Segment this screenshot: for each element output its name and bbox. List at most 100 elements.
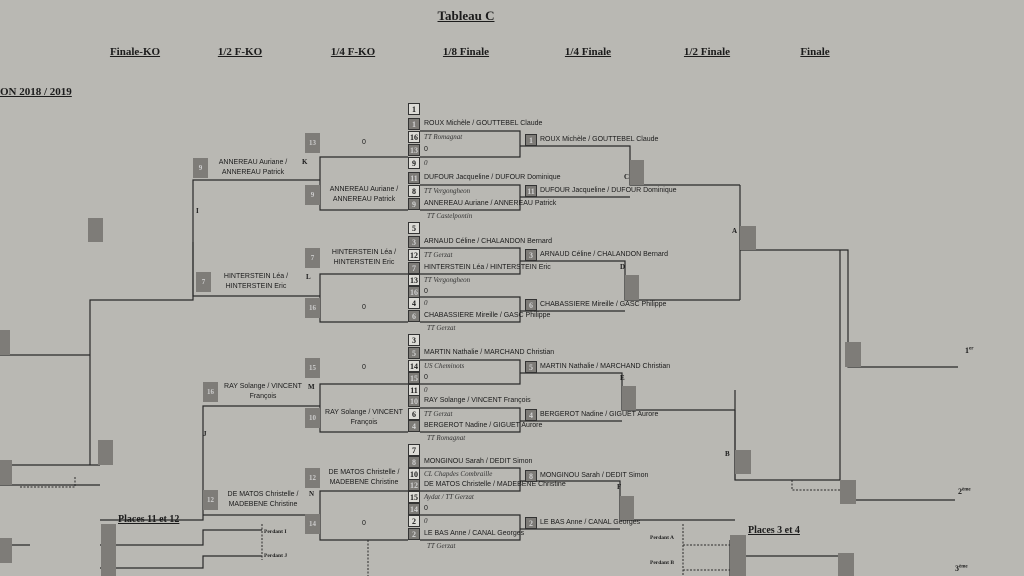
club-name: TT Gerzat [427, 542, 456, 550]
player-pair: DUFOUR Jacqueline / DUFOUR Dominique [424, 174, 561, 181]
player-pair: ARNAUD Céline / CHALANDON Bernard [540, 251, 668, 258]
player-pair: RAY Solange / VINCENT François [424, 397, 531, 404]
club-name: TT Castelpontin [427, 212, 473, 220]
seed-number: 7 [408, 262, 420, 274]
round-header-final: Finale [800, 46, 830, 58]
seed-number: 3 [408, 334, 420, 346]
player-pair: ROUX Michèle / GOUTTEBEL Claude [424, 120, 543, 127]
player-pair: MARTIN Nathalie / MARCHAND Christian [540, 363, 671, 370]
seed-number: 9 [408, 157, 420, 169]
seed-number: 10 [305, 408, 320, 428]
bracket-letter-a: A [732, 227, 738, 235]
round-header-eighth: 1/8 Finale [442, 46, 490, 58]
rank-second: 2ème [958, 487, 971, 496]
score-box-left-2 [0, 460, 12, 485]
seed-number: 8 [408, 456, 420, 468]
score-box-c [630, 160, 644, 185]
player-pair: 0 [424, 288, 428, 295]
player-pair: 0 [424, 374, 428, 381]
player-pair: DE MATOS Christelle / MADEBENE Christine [424, 481, 566, 488]
club-name: TT Romagnat [427, 434, 466, 442]
seed-number: 13 [408, 144, 420, 156]
perdant-j-label: Perdant J [264, 553, 288, 559]
seed-number: 6 [525, 299, 537, 311]
player-pair: DE MATOS Christelle / MADEBENE Christine [227, 491, 299, 508]
seed-number: 1 [408, 103, 420, 115]
player-pair: MONGINOU Sarah / DEDIT Simon [424, 458, 533, 465]
seed-number: 5 [408, 347, 420, 359]
bracket-letter-k: K [302, 158, 308, 166]
club-name: 0 [424, 386, 428, 394]
player-pair: DE MATOS Christelle / MADEBENE Christine [328, 469, 400, 486]
round-header-quarter-ko: 1/4 F-KO [330, 46, 376, 58]
seed-number: 16 [305, 298, 320, 318]
seed-number: 3 [408, 236, 420, 248]
score-box-i [88, 218, 103, 242]
seed-number: 14 [408, 503, 420, 515]
seed-number: 15 [408, 372, 420, 384]
perdant-b-label: Perdant B [650, 560, 674, 566]
bracket-letter-e: E [620, 374, 625, 382]
player-pair: DUFOUR Jacqueline / DUFOUR Dominique [540, 187, 677, 194]
club-name: TT Vergongheon [424, 187, 471, 195]
seed-number: 5 [408, 222, 420, 234]
player-pair: 0 [362, 520, 366, 527]
player-pair: RAY Solange / VINCENT François [224, 383, 302, 400]
seed-number: 7 [196, 272, 211, 292]
perdant-i-label: Perdant I [264, 529, 287, 535]
bracket-letter-m: M [308, 383, 315, 391]
score-box-e [622, 386, 636, 410]
score-box-j [98, 440, 113, 465]
seed-number: 11 [525, 185, 537, 197]
seed-number: 3 [525, 249, 537, 261]
seed-number: 12 [203, 490, 218, 510]
score-box-f [620, 496, 634, 520]
seed-number: 2 [408, 528, 420, 540]
player-pair: 0 [362, 304, 366, 311]
seed-number: 9 [305, 185, 320, 205]
seed-number: 2 [408, 515, 420, 527]
bracket-letter-f: F [617, 483, 622, 491]
score-box-left-3 [0, 538, 12, 563]
seed-number: 2 [525, 517, 537, 529]
rank-third-number: 3 [955, 564, 959, 573]
player-pair: 0 [362, 139, 366, 146]
seed-number: 7 [408, 444, 420, 456]
player-pair: LE BAS Anne / CANAL Georges [540, 519, 641, 526]
seed-number: 12 [408, 479, 420, 491]
club-name: TT Gerzat [424, 410, 453, 418]
club-name: CL Chapdes Combraille [424, 470, 493, 478]
seed-number: 15 [305, 358, 320, 378]
round-header-semi-ko: 1/2 F-KO [217, 46, 263, 58]
club-name: 0 [424, 299, 428, 307]
score-box-a [740, 226, 756, 250]
bracket-letter-d: D [620, 263, 626, 271]
seed-number: 4 [408, 297, 420, 309]
seed-number: 9 [408, 198, 420, 210]
club-name: 0 [424, 159, 428, 167]
seed-number: 8 [525, 470, 537, 482]
seed-number: 6 [408, 408, 420, 420]
round-header-semi: 1/2 Finale [683, 46, 731, 58]
player-pair: BERGEROT Nadine / GIGUET Aurore [424, 422, 543, 429]
player-pair: 0 [362, 364, 366, 371]
bracket-letter-c: C [624, 173, 630, 181]
rank-second-number: 2 [958, 487, 962, 496]
round-header-quarter: 1/4 Finale [564, 46, 612, 58]
seed-number: 13 [305, 133, 320, 153]
rank-first: 1er [965, 346, 973, 355]
player-pair: LE BAS Anne / CANAL Georges [424, 530, 525, 537]
places-3-4-label: Places 3 et 4 [748, 525, 800, 536]
places-11-12-label: Places 11 et 12 [118, 514, 180, 525]
bracket-letter-l: L [306, 273, 311, 281]
player-pair: ANNEREAU Auriane / ANNEREAU Patrick [424, 200, 557, 207]
seed-number: 16 [203, 382, 218, 402]
seed-number: 14 [305, 514, 320, 534]
rank-third: 3ème [955, 564, 968, 573]
perdant-a-label: Perdant A [650, 535, 674, 541]
rank-second-suffix: ème [962, 487, 971, 493]
seed-number: 8 [408, 185, 420, 197]
seed-number: 11 [408, 172, 420, 184]
club-name: TT Romagnat [424, 133, 463, 141]
player-pair: HINTERSTEIN Léa / HINTERSTEIN Eric [223, 273, 289, 290]
